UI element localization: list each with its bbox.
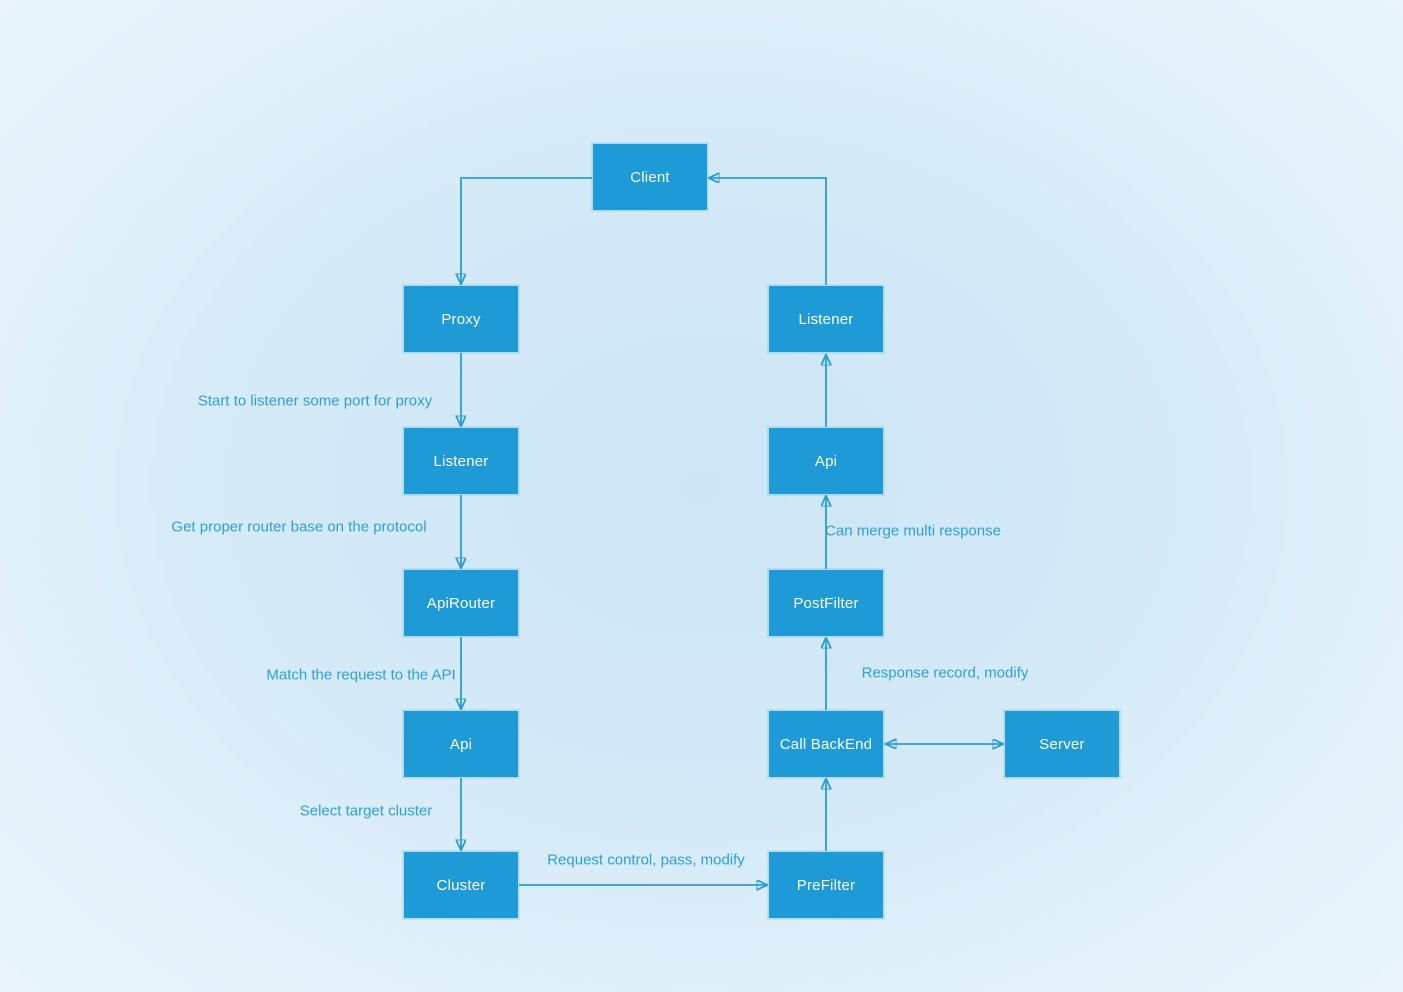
edge-label-start-listener: Start to listener some port for proxy bbox=[197, 392, 433, 410]
node-server[interactable]: Server bbox=[1004, 710, 1120, 778]
node-cluster[interactable]: Cluster bbox=[403, 851, 519, 919]
node-listener-left[interactable]: Listener bbox=[403, 427, 519, 495]
edge-label-merge-response: Can merge multi response bbox=[825, 522, 1001, 540]
edge-label-get-router: Get proper router base on the protocol bbox=[171, 518, 427, 536]
node-api-right[interactable]: Api bbox=[768, 427, 884, 495]
node-api-router[interactable]: ApiRouter bbox=[403, 569, 519, 637]
node-call-backend[interactable]: Call BackEnd bbox=[768, 710, 884, 778]
node-pre-filter[interactable]: PreFilter bbox=[768, 851, 884, 919]
node-api-left[interactable]: Api bbox=[403, 710, 519, 778]
edge-label-request-control: Request control, pass, modify bbox=[547, 851, 745, 869]
edge-client-proxy[interactable] bbox=[461, 177, 592, 284]
node-client[interactable]: Client bbox=[592, 143, 708, 211]
node-post-filter[interactable]: PostFilter bbox=[768, 569, 884, 637]
edge-label-select-cluster: Select target cluster bbox=[299, 802, 433, 820]
edge-label-response-record: Response record, modify bbox=[861, 664, 1029, 682]
edge-listener-client[interactable] bbox=[709, 178, 827, 285]
node-listener-right[interactable]: Listener bbox=[768, 285, 884, 353]
node-proxy[interactable]: Proxy bbox=[403, 285, 519, 353]
edge-label-match-request: Match the request to the API bbox=[266, 666, 456, 684]
